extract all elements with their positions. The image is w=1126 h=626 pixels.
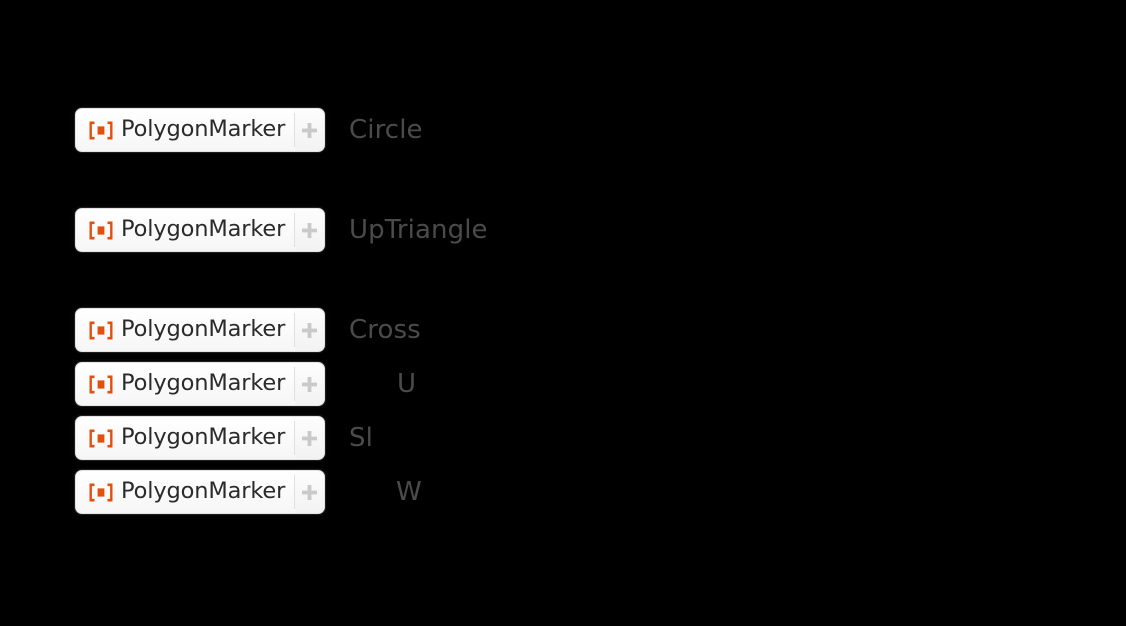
row-label-sl: Sl xyxy=(349,423,373,453)
polygonmarker-button-main[interactable]: PolygonMarker xyxy=(76,209,294,251)
button-divider xyxy=(294,367,295,401)
polygonmarker-button-label: PolygonMarker xyxy=(121,315,286,342)
plus-icon[interactable] xyxy=(295,109,324,151)
output-row: PolygonMarker xyxy=(75,308,325,352)
polygonmarker-button-main[interactable]: PolygonMarker xyxy=(76,471,294,513)
polygonmarker-button[interactable]: PolygonMarker xyxy=(75,208,325,252)
row-label-circle: Circle xyxy=(349,115,423,145)
resource-function-bracket-icon xyxy=(88,481,114,503)
polygonmarker-button-label: PolygonMarker xyxy=(121,423,286,450)
polygonmarker-button-main[interactable]: PolygonMarker xyxy=(76,417,294,459)
polygonmarker-button-label: PolygonMarker xyxy=(121,215,286,242)
polygonmarker-button-label: PolygonMarker xyxy=(121,477,286,504)
resource-function-bracket-icon xyxy=(88,119,114,141)
resource-function-bracket-icon xyxy=(88,319,114,341)
output-row: PolygonMarker xyxy=(75,362,325,406)
polygonmarker-button-main[interactable]: PolygonMarker xyxy=(76,309,294,351)
polygonmarker-button-label: PolygonMarker xyxy=(121,369,286,396)
polygonmarker-button[interactable]: PolygonMarker xyxy=(75,470,325,514)
plus-icon[interactable] xyxy=(295,309,324,351)
button-divider xyxy=(294,113,295,147)
button-divider xyxy=(294,213,295,247)
row-label-uptriangle: UpTriangle xyxy=(349,215,488,245)
resource-function-bracket-icon xyxy=(88,219,114,241)
button-divider xyxy=(294,421,295,455)
polygonmarker-button[interactable]: PolygonMarker xyxy=(75,308,325,352)
row-label-u: U xyxy=(397,369,417,399)
polygonmarker-button-main[interactable]: PolygonMarker xyxy=(76,363,294,405)
polygonmarker-button[interactable]: PolygonMarker xyxy=(75,416,325,460)
resource-function-bracket-icon xyxy=(88,427,114,449)
polygonmarker-button-main[interactable]: PolygonMarker xyxy=(76,109,294,151)
plus-icon[interactable] xyxy=(295,471,324,513)
polygonmarker-button[interactable]: PolygonMarker xyxy=(75,362,325,406)
plus-icon[interactable] xyxy=(295,417,324,459)
plus-icon[interactable] xyxy=(295,363,324,405)
output-row: PolygonMarker xyxy=(75,470,325,514)
resource-function-bracket-icon xyxy=(88,373,114,395)
output-row: PolygonMarker xyxy=(75,108,325,152)
row-label-w: W xyxy=(396,477,422,507)
button-divider xyxy=(294,475,295,509)
row-label-cross: Cross xyxy=(349,315,421,345)
polygonmarker-button-label: PolygonMarker xyxy=(121,115,286,142)
output-row: PolygonMarker xyxy=(75,208,325,252)
polygonmarker-button[interactable]: PolygonMarker xyxy=(75,108,325,152)
plus-icon[interactable] xyxy=(295,209,324,251)
output-row: PolygonMarker xyxy=(75,416,325,460)
button-divider xyxy=(294,313,295,347)
